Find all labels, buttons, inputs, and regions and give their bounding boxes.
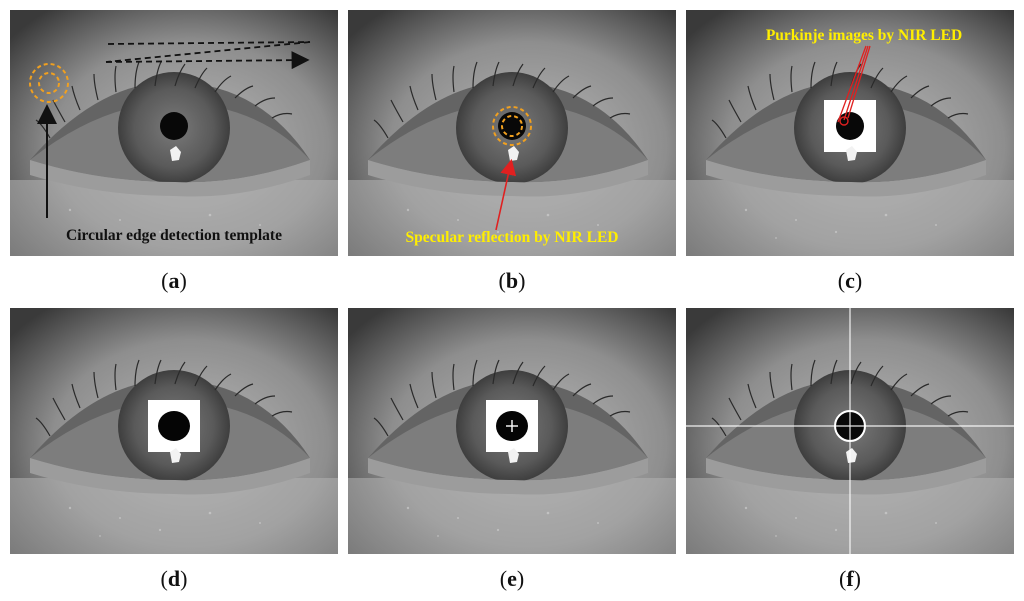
annotation-text: Purkinje images by NIR LED: [766, 27, 962, 44]
eye-image-e: [348, 308, 676, 554]
specular-reflection: [508, 146, 519, 161]
panel-e: [348, 308, 676, 554]
scan-path: [105, 41, 311, 70]
panel-a: Circular edge detection template: [10, 10, 338, 256]
annotation-text: Circular edge detection template: [66, 227, 282, 244]
caption-f: (f): [839, 566, 861, 591]
pupil-boundary-circle: [834, 410, 866, 442]
template-inner-circle: [501, 115, 523, 137]
red-pointer-arrows: [837, 45, 871, 123]
caption-c: (c): [837, 268, 863, 293]
specular-reflection: [508, 448, 519, 463]
specular-reflection: [846, 448, 857, 463]
panel-c: Purkinje images by NIR LED: [686, 10, 1014, 256]
eye-image-d: [10, 308, 338, 554]
caption-a: (a): [161, 268, 187, 293]
eye-image-f: [686, 308, 1014, 554]
eye-image-a: Circular edge detection template: [10, 10, 338, 256]
red-pointer-arrow: [495, 158, 517, 231]
panel-f: [686, 308, 1014, 554]
caption-e: (e): [499, 566, 525, 591]
specular-reflection: [846, 146, 857, 161]
panel-b: Specular reflection by NIR LED: [348, 10, 676, 256]
caption-b: (b): [498, 268, 526, 293]
eye-image-b: Specular reflection by NIR LED: [348, 10, 676, 256]
specular-reflection: [170, 448, 181, 463]
binarized-pupil: [158, 411, 190, 441]
annotation-text: Specular reflection by NIR LED: [406, 229, 619, 246]
template-outer-circle: [29, 63, 69, 103]
template-outer-circle: [492, 106, 532, 146]
panel-d: [10, 308, 338, 554]
caption-d: (d): [160, 566, 188, 591]
template-inner-circle: [38, 72, 60, 94]
specular-reflection: [170, 146, 181, 161]
pupil: [836, 112, 864, 140]
crosshair-lines: [686, 308, 1014, 554]
purkinje-marker: [839, 116, 849, 126]
pupil: [160, 112, 188, 140]
eye-image-c: Purkinje images by NIR LED: [686, 10, 1014, 256]
pupil-center-cross: [506, 420, 518, 432]
